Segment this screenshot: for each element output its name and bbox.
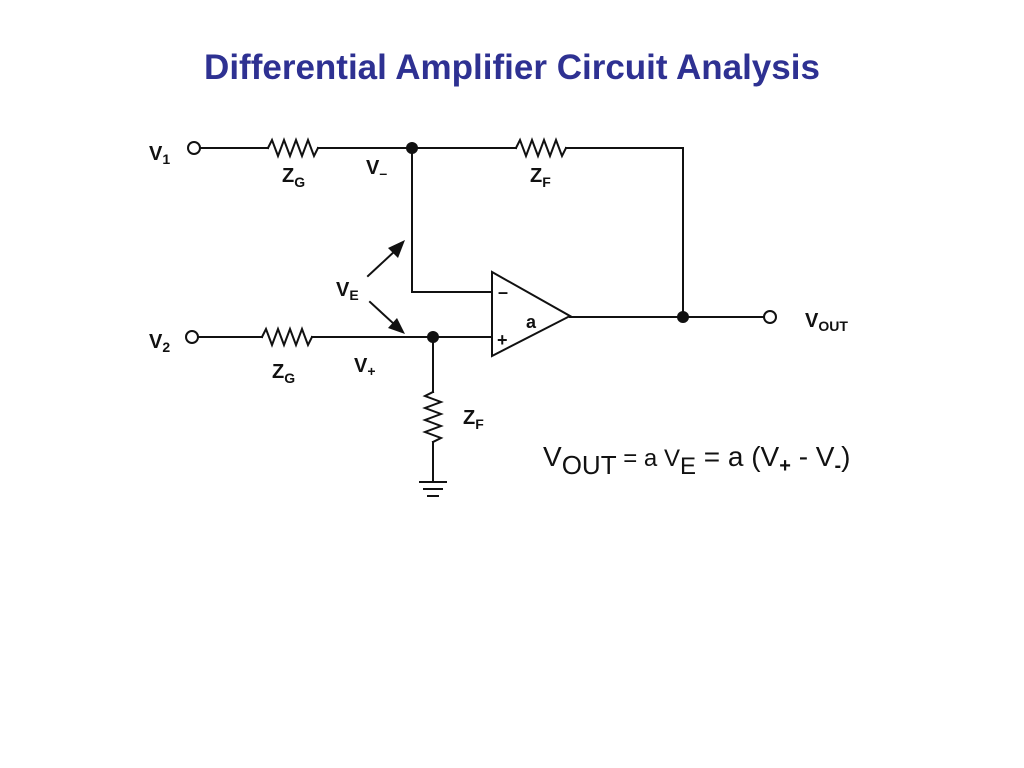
ve-arrow-upper-head [388,240,405,258]
v2-terminal [185,330,199,344]
label-vminus: V– [366,157,387,181]
page-title: Differential Amplifier Circuit Analysis [204,48,820,87]
label-vout: VOUT [805,310,848,334]
v1-terminal [187,141,201,155]
opamp-triangle [491,270,573,358]
ve-arrow-upper-shaft [366,248,398,278]
zg-top-resistor [266,137,320,159]
opamp-plus-label: + [497,330,508,350]
junction-output [677,311,689,323]
ve-arrow-lower-head [388,318,405,334]
label-zg-bottom: ZG [272,361,295,386]
junction-top [406,142,418,154]
junction-plus [427,331,439,343]
zg-bottom-resistor [260,326,314,348]
label-zf-top: ZF [530,165,551,190]
label-ve: VE [336,279,359,303]
opamp-minus-label: – [498,282,508,302]
zf-top-resistor [514,137,568,159]
label-zg-top: ZG [282,165,305,190]
opamp-gain-label: a [526,312,537,332]
eq-vout: V [543,441,562,472]
label-v1: V1 [149,143,170,167]
vout-terminal [763,310,777,324]
zf-bottom-resistor [422,390,444,444]
label-zf-bottom: ZF [463,407,484,432]
label-vplus: V+ [354,355,376,379]
label-v2: V2 [149,331,170,355]
ve-arrow-lower-shaft [368,300,396,326]
equation: VOUT = a VE = a (V+ - V-) [543,441,850,480]
